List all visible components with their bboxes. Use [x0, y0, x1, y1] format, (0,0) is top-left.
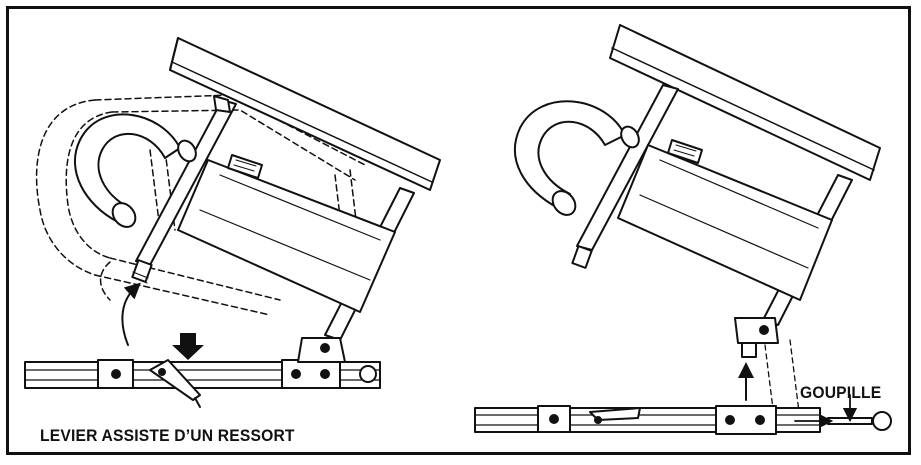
left-latch — [227, 154, 263, 179]
left-press-arrow — [172, 333, 204, 360]
right-post-pin — [571, 245, 593, 269]
right-latch — [667, 139, 703, 164]
spring-lever[interactable] — [149, 359, 201, 408]
left-rotation-arrow — [121, 282, 141, 346]
left-armrest-hook — [74, 113, 197, 228]
right-post-bracket — [734, 317, 779, 358]
right-illustration — [474, 24, 892, 435]
left-rail-brackets — [97, 337, 377, 389]
left-clothing-guard — [177, 159, 396, 313]
right-armrest-hook — [514, 100, 640, 216]
pin-goupille[interactable] — [827, 411, 892, 431]
right-rail-brackets — [537, 405, 777, 435]
left-illustration — [24, 37, 441, 408]
pin-label: GOUPILLE — [800, 383, 882, 402]
right-clothing-guard — [617, 144, 833, 301]
left-arm-pad — [169, 37, 441, 191]
spring-lever-label: LEVIER ASSISTE D’UN RESSORT — [40, 426, 295, 445]
left-post-pin — [131, 259, 153, 284]
right-arm-pad — [609, 24, 881, 181]
